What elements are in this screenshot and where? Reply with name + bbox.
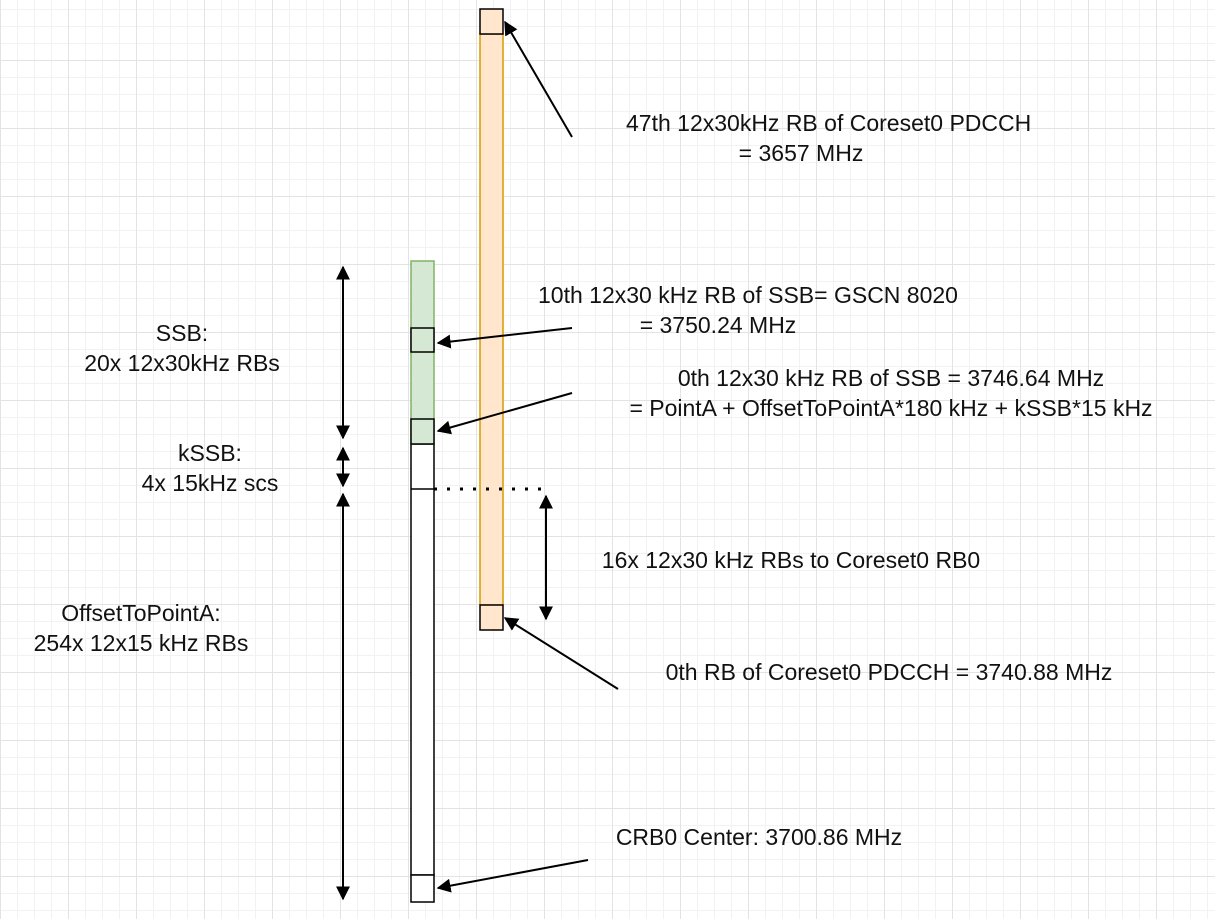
- ssb-rb10-block: [410, 327, 435, 353]
- label-ssb-rb10-line1: 10th 12x30 kHz RB of SSB= GSCN 8020: [538, 282, 958, 308]
- label-ssb-span-line1: SSB:: [155, 320, 209, 346]
- label-offset-span-line2: 254x 12x15 kHz RBs: [33, 630, 249, 656]
- coreset0-column: [479, 33, 504, 606]
- label-ssb-span-line2: 20x 12x30kHz RBs: [84, 350, 280, 376]
- label-coreset-offset: 16x 12x30 kHz RBs to Coreset0 RB0: [563, 545, 1019, 575]
- label-coreset-rb47: 47th 12x30kHz RB of Coreset0 PDCCH = 365…: [626, 108, 1032, 168]
- label-kssb-span-line1: kSSB:: [178, 440, 242, 466]
- label-coreset-rb0-line1: 0th RB of Coreset0 PDCCH = 3740.88 MHz: [665, 659, 1113, 685]
- label-crb0-line1: CRB0 Center: 3700.86 MHz: [615, 824, 903, 850]
- coreset0-rb47-block: [479, 8, 504, 35]
- crb0-block: [410, 874, 435, 903]
- label-coreset-rb47-line1: 47th 12x30kHz RB of Coreset0 PDCCH: [626, 110, 1032, 136]
- label-coreset-rb47-line2: = 3657 MHz: [738, 140, 864, 166]
- label-coreset-rb0: 0th RB of Coreset0 PDCCH = 3740.88 MHz: [616, 657, 1162, 687]
- label-crb0: CRB0 Center: 3700.86 MHz: [586, 822, 932, 852]
- label-ssb-rb0-line1: 0th 12x30 kHz RB of SSB = 3746.64 MHz: [677, 365, 1105, 391]
- label-ssb-rb10-line2: = 3750.24 MHz: [639, 312, 797, 338]
- ssb-rb0-block: [410, 418, 435, 445]
- label-kssb-span-line2: 4x 15kHz scs: [141, 470, 279, 496]
- crb-column: [410, 443, 435, 876]
- arrow-crb0: [436, 859, 589, 893]
- arrow-coreset-rb47: [504, 20, 573, 138]
- coreset0-rb0-block: [479, 604, 504, 631]
- label-ssb-span: SSB: 20x 12x30kHz RBs: [57, 318, 307, 378]
- arrow-ssb-rb0: [436, 392, 573, 435]
- label-ssb-rb0: 0th 12x30 kHz RB of SSB = 3746.64 MHz = …: [576, 363, 1206, 423]
- label-offset-span-line1: OffsetToPointA:: [61, 600, 221, 626]
- label-ssb-rb10: 10th 12x30 kHz RB of SSB= GSCN 8020 = 37…: [538, 280, 958, 340]
- label-kssb-span: kSSB: 4x 15kHz scs: [112, 438, 308, 498]
- label-coreset-offset-line1: 16x 12x30 kHz RBs to Coreset0 RB0: [601, 547, 981, 573]
- label-offset-span: OffsetToPointA: 254x 12x15 kHz RBs: [6, 598, 276, 658]
- arrow-ssb-rb10: [436, 327, 573, 349]
- arrow-coreset-rb0: [503, 617, 619, 690]
- label-ssb-rb0-line2: = PointA + OffsetToPointA*180 kHz + kSSB…: [629, 395, 1153, 421]
